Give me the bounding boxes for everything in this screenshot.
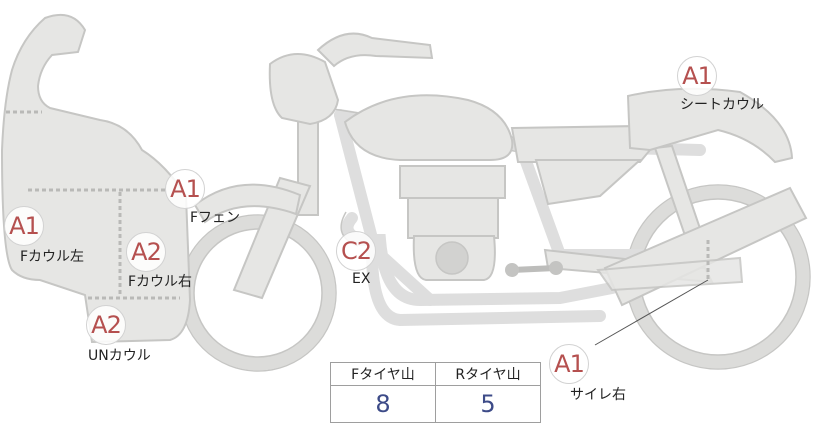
silencer-heatshield <box>596 256 744 292</box>
grade-badge-seat-cowl: A1 <box>677 56 717 96</box>
grade-badge-front-cowl-left: A1 <box>4 206 44 246</box>
rear-tire-value: 5 <box>435 385 541 423</box>
handlebar <box>316 32 434 68</box>
grade-badge-front-fender: A1 <box>165 169 205 209</box>
headlight <box>268 53 340 126</box>
grade-badge-silencer-right: A1 <box>549 344 589 384</box>
label-front-cowl-right: Fカウル右 <box>128 274 193 290</box>
silencer-leader <box>594 279 709 346</box>
label-seat-cowl: シートカウル <box>680 97 764 113</box>
front-tire-header: Fタイヤ山 <box>330 362 436 386</box>
label-front-fender: Fフェン <box>190 210 241 226</box>
grade-badge-exhaust: C2 <box>336 231 376 271</box>
seat <box>510 124 652 163</box>
tire-tread-table: Fタイヤ山 Rタイヤ山 8 5 <box>330 362 541 423</box>
grade-badge-under-cowl: A2 <box>86 305 126 345</box>
rear-tire-header: Rタイヤ山 <box>435 362 541 386</box>
engine <box>399 165 506 281</box>
label-under-cowl: UNカウル <box>88 348 151 364</box>
label-front-cowl-left: Fカウル左 <box>20 249 85 265</box>
front-fender-shape <box>193 183 302 224</box>
front-tire-value: 8 <box>330 385 436 423</box>
foot-peg <box>505 261 563 277</box>
label-silencer-right: サイレ右 <box>570 387 626 403</box>
label-exhaust: EX <box>352 271 371 287</box>
front-cowl <box>0 14 192 344</box>
side-panel <box>534 159 643 206</box>
fuel-tank <box>343 94 514 161</box>
grade-badge-front-cowl-right: A2 <box>126 232 166 272</box>
